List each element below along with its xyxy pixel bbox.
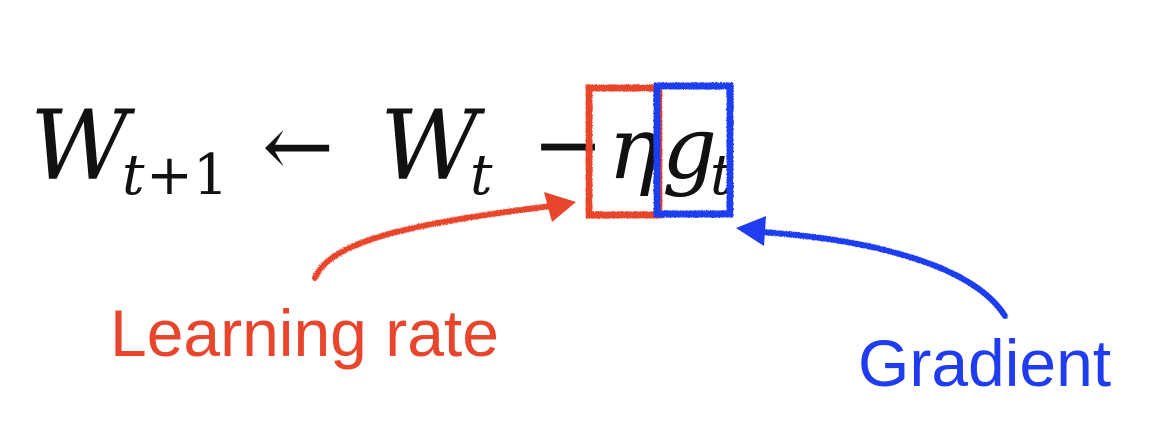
weight-current-symbol: W [380,90,479,202]
learning-rate-arrow [312,203,555,281]
gradient-label: Gradient [858,326,1112,400]
learning-rate-highlight-box [585,84,663,219]
learning-rate-arrowhead [544,192,576,222]
gradient-arrowhead [736,216,766,246]
assignment-arrow: ← [262,97,335,197]
learning-rate-label: Learning rate [110,296,499,370]
weight-next-subscript-t: t [122,143,145,208]
learning-rate-symbol: η [608,99,660,199]
gradient-symbol: g [662,99,718,199]
weight-current-subscript: t [470,143,493,208]
weight-next-subscript-plus-one: +1 [146,143,229,208]
weight-next-symbol: W [30,90,129,202]
gradient-highlight-box [653,82,734,218]
gradient-arrow [757,229,1008,319]
